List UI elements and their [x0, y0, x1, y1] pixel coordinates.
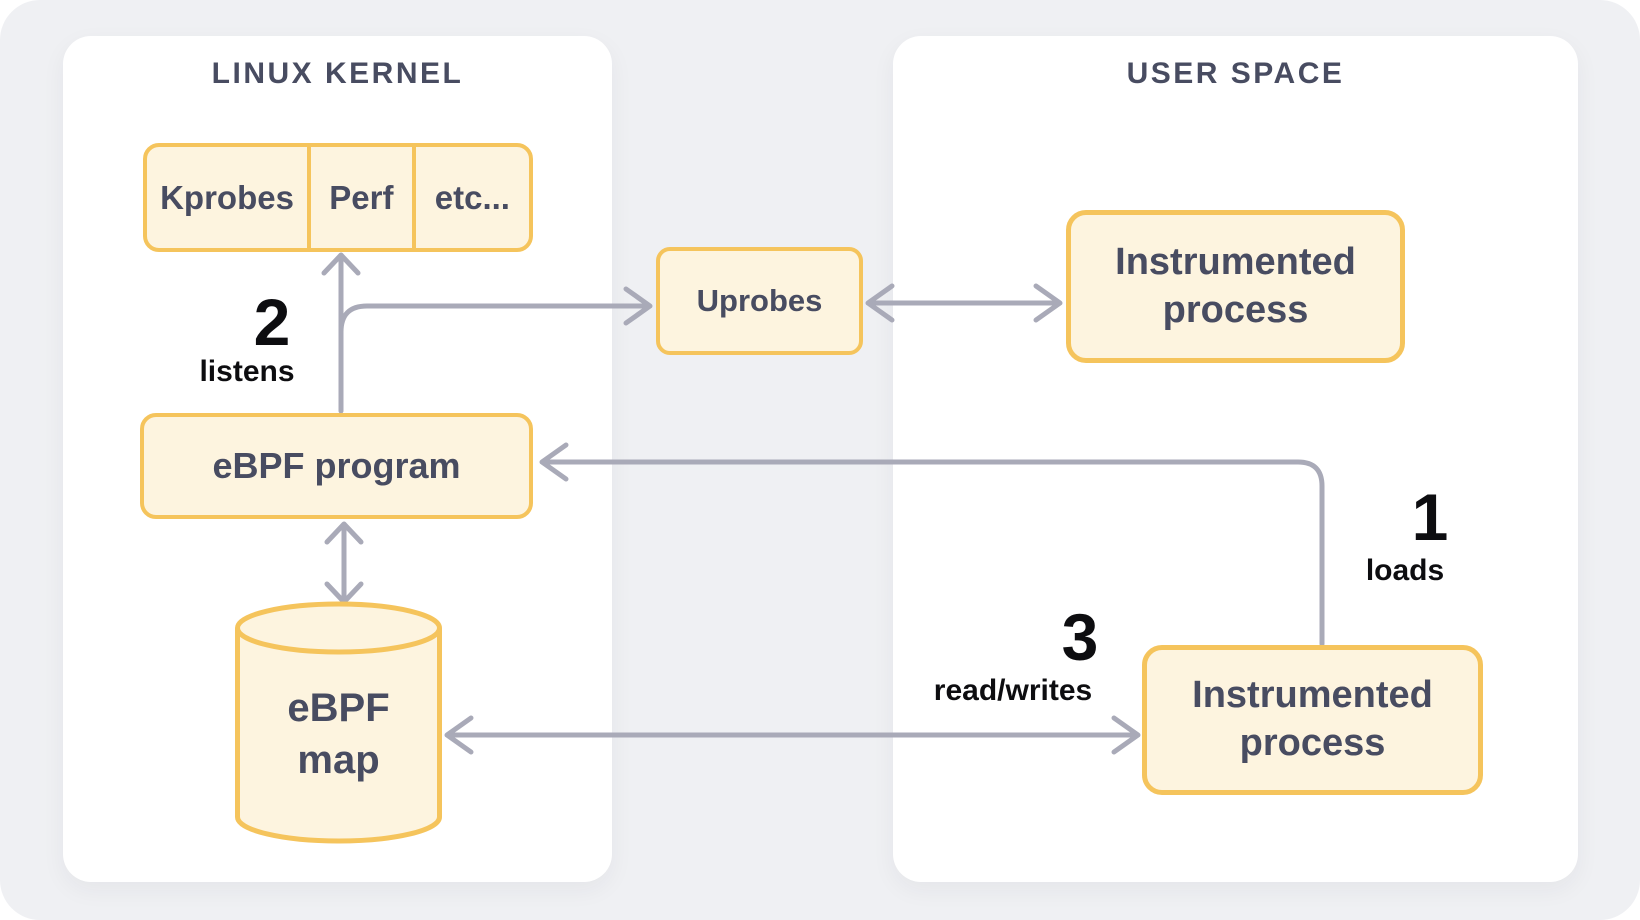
perf-cell: Perf	[307, 147, 412, 248]
step1-label: loads	[1365, 554, 1445, 587]
step3-label: read/writes	[933, 674, 1093, 707]
user-space-title: USER SPACE	[1126, 57, 1345, 90]
step3-number: 3	[1061, 600, 1099, 674]
instrumented-process-top-box: Instrumented process	[1066, 210, 1405, 363]
kprobes-cell: Kprobes	[160, 178, 294, 216]
probes-row: Kprobes Perf etc...	[143, 143, 533, 252]
process-top-line1: Instrumented	[1115, 240, 1356, 283]
instrumented-process-bottom-box: Instrumented process	[1142, 645, 1483, 795]
ebpf-program-box: eBPF program	[140, 413, 533, 519]
step1-number: 1	[1411, 480, 1449, 554]
linux-kernel-title: LINUX KERNEL	[211, 57, 464, 90]
ebpf-map-line2: map	[297, 738, 380, 782]
etc-cell: etc...	[411, 147, 529, 248]
step2-number: 2	[253, 285, 291, 359]
ebpf-map-line1: eBPF	[287, 686, 390, 730]
ebpf-map-label: eBPF map	[235, 682, 442, 786]
process-top-line2: process	[1162, 288, 1309, 331]
process-bottom-line2: process	[1239, 722, 1386, 764]
step2-label: listens	[199, 355, 295, 388]
uprobes-box: Uprobes	[656, 247, 863, 355]
process-bottom-line1: Instrumented	[1192, 674, 1433, 717]
